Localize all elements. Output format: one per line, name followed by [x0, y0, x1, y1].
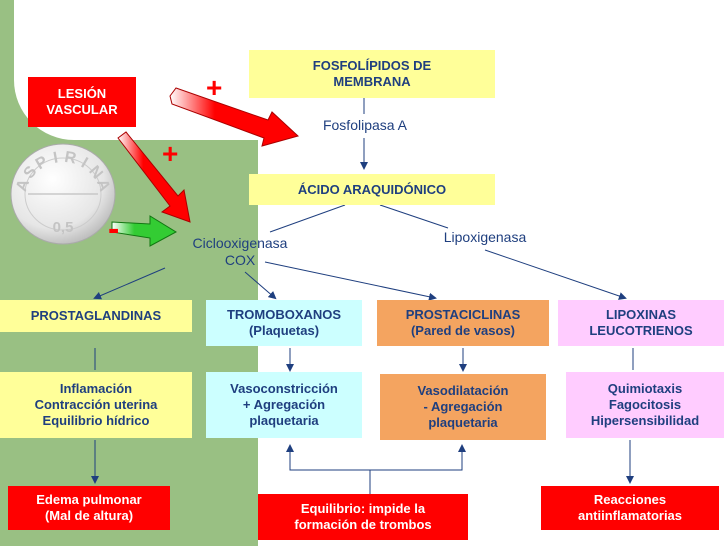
line-equilibrio-bracket [289, 446, 463, 471]
inflamacion-line1: Inflamación [59, 381, 133, 396]
prostaglandinas-label: PROSTAGLANDINAS [30, 308, 162, 323]
inflamacion-box: Inflamación Contracción uterina Equilibr… [0, 372, 192, 438]
red-arrow-upper [169, 87, 299, 147]
line-acido-to-cox [269, 204, 346, 233]
reacciones-line2: antiinflamatorias [577, 508, 683, 523]
quimiotaxis-box: Quimiotaxis Fagocitosis Hipersensibilida… [566, 372, 724, 438]
tromboxanos-box: TROMOBOXANOS (Plaquetas) [206, 300, 362, 346]
line-cox-to-prostaciclinas [264, 261, 437, 301]
tromboxanos-line2: (Plaquetas) [248, 323, 320, 338]
lipoxinas-line1: LIPOXINAS [605, 307, 677, 322]
equilibrio-box: Equilibrio: impide la formación de tromb… [258, 494, 468, 540]
fosfolipidos-line1: FOSFOLÍPIDOS DE [312, 58, 432, 73]
lipoxinas-line2: LEUCOTRIENOS [589, 323, 693, 338]
pill-letter: R [63, 149, 78, 168]
vasodilatacion-line1: Vasodilatación [417, 383, 509, 398]
lesion-vascular-box: LESIÓN VASCULAR [28, 77, 136, 127]
lesion-line1: LESIÓN [57, 86, 107, 101]
vasoconstriccion-line1: Vasoconstricción [230, 381, 338, 396]
equilibrio-line1: Equilibrio: impide la [300, 501, 426, 516]
red-arrow-lower [117, 131, 191, 223]
fosfolipidos-line2: MEMBRANA [333, 74, 411, 89]
vasodilatacion-line2: - Agregación [423, 399, 503, 414]
reacciones-box: Reacciones antiinflamatorias [541, 486, 719, 530]
edema-line2: (Mal de altura) [44, 508, 134, 523]
line-lipox-to-lipoxinas [484, 249, 627, 300]
lesion-line2: VASCULAR [46, 102, 118, 117]
edema-pulmonar-box: Edema pulmonar (Mal de altura) [8, 486, 170, 530]
tromboxanos-line1: TROMOBOXANOS [226, 307, 342, 322]
line-acido-to-lipox [379, 204, 449, 229]
line-cox-to-prostaglandinas [93, 267, 166, 300]
prostaciclinas-box: PROSTACICLINAS (Pared de vasos) [377, 300, 549, 346]
edema-line1: Edema pulmonar [36, 492, 142, 507]
prostaciclinas-line1: PROSTACICLINAS [405, 307, 521, 322]
cox-line2: COX [224, 252, 256, 268]
lipoxinas-box: LIPOXINAS LEUCOTRIENOS [558, 300, 724, 346]
pill-letter: I [52, 149, 59, 167]
plus-sign-lower: + [162, 138, 179, 169]
equilibrio-line2: formación de trombos [294, 517, 432, 532]
inflamacion-line2: Contracción uterina [34, 397, 158, 412]
acido-label: ÁCIDO ARAQUIDÓNICO [297, 181, 447, 197]
vasoconstriccion-box: Vasoconstricción + Agregación plaquetari… [206, 372, 362, 438]
fosfolipasa-label: Fosfolipasa A [322, 117, 408, 133]
lipoxigenasa-label: Lipoxigenasa [443, 229, 527, 245]
vasodilatacion-box: Vasodilatación - Agregación plaquetaria [380, 374, 546, 440]
line-cox-to-tromboxanos [244, 271, 277, 300]
prostaglandinas-box: PROSTAGLANDINAS [0, 300, 192, 332]
reacciones-line1: Reacciones [593, 492, 667, 507]
pill-dose-label: 0,5 [53, 219, 74, 236]
quimiotaxis-line1: Quimiotaxis [607, 381, 683, 396]
prostaciclinas-line2: (Pared de vasos) [410, 323, 516, 338]
vasoconstriccion-line3: plaquetaria [249, 413, 319, 428]
plus-sign-upper: + [206, 72, 223, 103]
cox-line1: Ciclooxigenasa [192, 235, 288, 251]
green-arrow-aspirin [111, 215, 178, 247]
vasodilatacion-line3: plaquetaria [428, 415, 498, 430]
quimiotaxis-line2: Fagocitosis [608, 397, 682, 412]
inflamacion-line3: Equilibrio hídrico [42, 413, 150, 428]
cox-label: Ciclooxigenasa COX [174, 235, 306, 269]
quimiotaxis-line3: Hipersensibilidad [590, 413, 700, 428]
minus-sign: - [108, 210, 120, 248]
acido-araquidonico-box: ÁCIDO ARAQUIDÓNICO [249, 174, 495, 205]
fosfolipidos-box: FOSFOLÍPIDOS DE MEMBRANA [249, 50, 495, 98]
vasoconstriccion-line2: + Agregación [242, 397, 326, 412]
